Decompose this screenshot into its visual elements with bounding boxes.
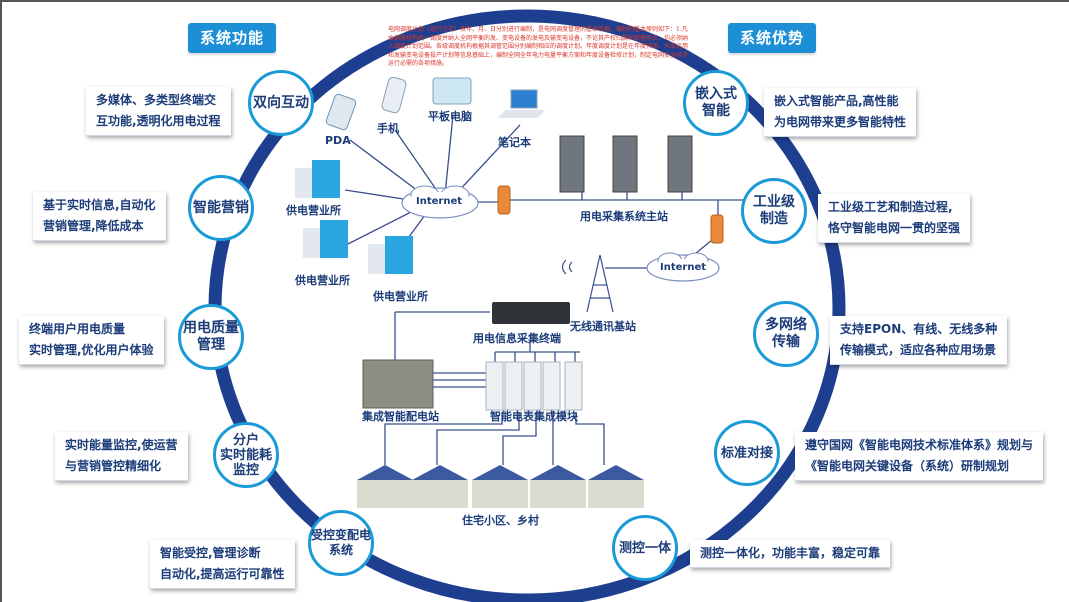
overlay-note-text: 电网调度计划（运行方式）按年、月、日分别进行编制，是电网调度管理的基本依据。编制… (388, 26, 689, 67)
firewall-2-icon (710, 214, 724, 244)
node-energy-monitoring[interactable]: 分户 实时能耗 监控 (213, 422, 279, 488)
server-icons (559, 135, 693, 193)
office-building-icons (295, 160, 413, 274)
substation-icon (362, 359, 434, 409)
section-title-advantages: 系统优势 (728, 23, 817, 53)
house-icons (357, 465, 644, 508)
label-office-2: 供电营业所 (295, 274, 350, 287)
node-two-way-interaction[interactable]: 双向互动 (248, 70, 314, 136)
label-laptop: 笔记本 (498, 136, 531, 149)
desc-embedded-intelligence: 嵌入式智能产品,高性能 为电网带来更多智能特性 (764, 88, 917, 137)
label-office-3: 供电营业所 (373, 290, 428, 303)
laptop-icon (498, 89, 545, 118)
desc-multi-network: 支持EPON、有线、无线多种 传输模式，适应各种应用场景 (830, 316, 1008, 365)
desc-power-quality: 终端用户用电质量 实时管理,优化用户体验 (19, 316, 164, 365)
label-internet-2: Internet (660, 262, 707, 273)
internet-cloud-icon (401, 185, 479, 219)
label-base-station: 无线通讯基站 (570, 320, 636, 333)
pda-icon (325, 93, 357, 131)
desc-energy-monitoring: 实时能量监控,使运营 与营销管控精细化 (55, 432, 188, 481)
node-power-quality[interactable]: 用电质量 管理 (178, 304, 244, 370)
phone-icon (381, 76, 407, 114)
smart-meter-icons (485, 361, 583, 411)
node-multi-network[interactable]: 多网络 传输 (753, 301, 819, 367)
node-standard-docking[interactable]: 标准对接 (714, 420, 780, 486)
label-residential: 住宅小区、乡村 (462, 514, 539, 527)
label-tablet: 平板电脑 (428, 110, 472, 123)
radio-tower-icon (561, 254, 614, 313)
section-title-functions: 系统功能 (188, 23, 277, 53)
desc-measure-control: 测控一体化，功能丰富，稳定可靠 (690, 540, 891, 568)
label-internet: Internet (416, 196, 463, 207)
label-pda: PDA (325, 134, 351, 147)
label-master-station: 用电采集系统主站 (580, 210, 668, 223)
window-frame-left (0, 0, 2, 602)
node-industrial-manufacturing[interactable]: 工业级 制造 (741, 178, 807, 244)
internet-cloud-2-icon (646, 252, 720, 282)
node-measure-control[interactable]: 测控一体 (612, 515, 678, 581)
label-phone: 手机 (377, 122, 399, 135)
label-office-1: 供电营业所 (286, 204, 341, 217)
label-substation: 集成智能配电站 (362, 410, 439, 423)
node-smart-marketing[interactable]: 智能营销 (188, 175, 254, 241)
label-collection-terminal: 用电信息采集终端 (473, 332, 561, 345)
firewall-icon (497, 185, 511, 215)
collection-terminal-icon (492, 302, 570, 324)
node-embedded-intelligence[interactable]: 嵌入式 智能 (683, 70, 749, 136)
desc-controlled-substation: 智能受控,管理诊断 自动化,提高运行可靠性 (150, 540, 295, 589)
tablet-icon (432, 77, 472, 105)
desc-standard-docking: 遵守国网《智能电网技术标准体系》规划与 《智能电网关键设备（系统）研制规划 (795, 432, 1044, 481)
desc-two-way-interaction: 多媒体、多类型终端交 互功能,透明化用电过程 (86, 87, 231, 136)
node-controlled-substation[interactable]: 受控变配电 系统 (308, 510, 374, 576)
desc-industrial-manufacturing: 工业级工艺和制造过程, 恪守智能电网一贯的坚强 (818, 194, 971, 243)
desc-smart-marketing: 基于实时信息,自动化 营销管理,降低成本 (33, 192, 166, 241)
label-smart-meters: 智能电表集成模块 (490, 410, 578, 423)
window-frame-top (0, 0, 1069, 2)
